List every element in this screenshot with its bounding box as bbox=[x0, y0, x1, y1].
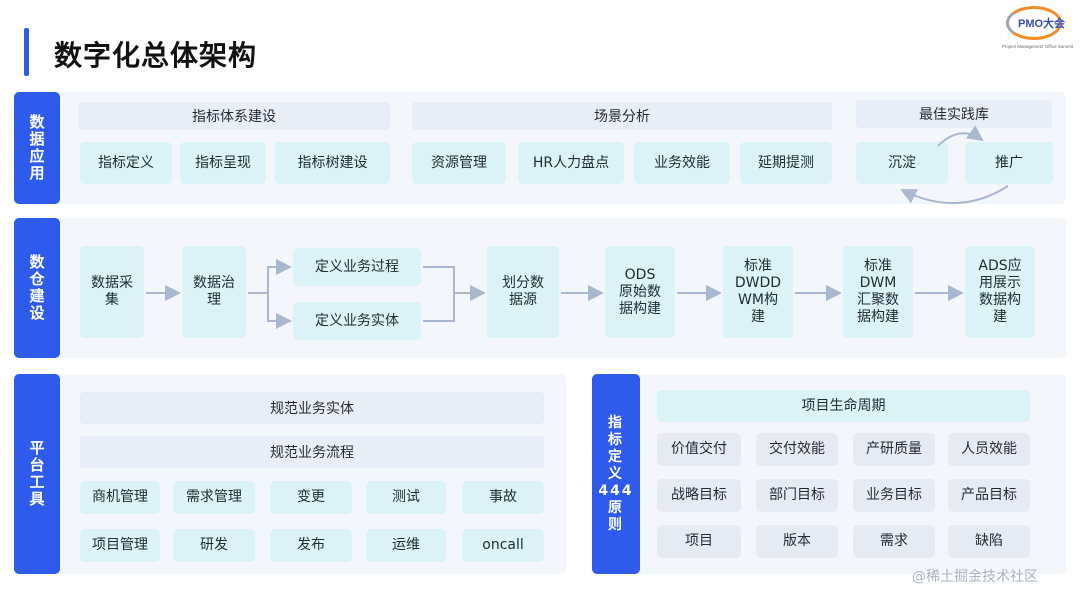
cell-business-goal: 业务目标 bbox=[853, 479, 935, 512]
cell-delivery-efficiency: 交付效能 bbox=[756, 433, 838, 466]
title-accent-bar bbox=[24, 28, 29, 76]
box-accumulate: 沉淀 bbox=[856, 142, 948, 184]
tool-requirement-management: 需求管理 bbox=[173, 481, 255, 514]
tool-operations: 运维 bbox=[366, 529, 446, 562]
group-header-scenario-analysis: 场景分析 bbox=[412, 102, 832, 130]
data-app-side-label: 数据应用 bbox=[14, 92, 60, 204]
step-define-business-entity: 定义业务实体 bbox=[293, 302, 421, 340]
tool-testing: 测试 bbox=[366, 481, 446, 514]
step-data-governance: 数据治 理 bbox=[182, 246, 246, 338]
page-title: 数字化总体架构 bbox=[54, 39, 258, 72]
side-char-5: 原 bbox=[608, 499, 624, 516]
platform-side-label: 平台工具 bbox=[14, 374, 60, 574]
tool-incident: 事故 bbox=[462, 481, 544, 514]
side-char-1: 标 bbox=[608, 431, 624, 448]
step-partition-data-source: 划分数 据源 bbox=[487, 246, 559, 338]
side-char-2: 定 bbox=[608, 448, 624, 465]
box-metric-presentation: 指标呈现 bbox=[180, 142, 266, 184]
cell-defect: 缺陷 bbox=[948, 525, 1030, 558]
side-char-6: 则 bbox=[608, 516, 624, 533]
side-char-0: 指 bbox=[608, 414, 624, 431]
lifecycle-header: 项目生命周期 bbox=[657, 390, 1030, 422]
group-header-best-practices: 最佳实践库 bbox=[856, 100, 1052, 128]
row-standard-business-entity: 规范业务实体 bbox=[80, 392, 544, 424]
pmo-logo: PMO大会 Project Management Office Summit bbox=[1000, 6, 1073, 54]
cell-strategic-goal: 战略目标 bbox=[657, 479, 741, 512]
tool-development: 研发 bbox=[173, 529, 255, 562]
box-delayed-testing: 延期提测 bbox=[740, 142, 832, 184]
tool-oncall: oncall bbox=[462, 529, 544, 562]
side-char-3: 义 bbox=[608, 465, 624, 482]
metrics444-side-label: 指 标 定 义 444 原 则 bbox=[592, 374, 640, 574]
tool-release: 发布 bbox=[270, 529, 352, 562]
tool-project-management: 项目管理 bbox=[80, 529, 160, 562]
step-data-collection: 数据采 集 bbox=[80, 246, 144, 338]
cell-department-goal: 部门目标 bbox=[756, 479, 838, 512]
cell-project: 项目 bbox=[657, 525, 741, 558]
logo-subtitle: Project Management Office Summit bbox=[1002, 44, 1073, 49]
logo-text: PMO大会 bbox=[1018, 18, 1066, 30]
logo-ring-icon bbox=[1006, 6, 1062, 40]
step-ods-build: ODS 原始数 据构建 bbox=[605, 246, 675, 338]
step-define-business-process: 定义业务过程 bbox=[293, 248, 421, 286]
side-char-4: 444 bbox=[598, 482, 634, 499]
tool-opportunity-management: 商机管理 bbox=[80, 481, 160, 514]
tool-change: 变更 bbox=[270, 481, 352, 514]
cell-rd-quality: 产研质量 bbox=[853, 433, 935, 466]
box-resource-management: 资源管理 bbox=[412, 142, 506, 184]
box-metric-tree: 指标树建设 bbox=[275, 142, 390, 184]
cell-version: 版本 bbox=[756, 525, 838, 558]
step-dwm-aggregate-build: 标准 DWM 汇聚数 据构建 bbox=[843, 246, 913, 338]
watermark: @稀土掘金技术社区 bbox=[912, 569, 1038, 585]
cell-requirement: 需求 bbox=[853, 525, 935, 558]
box-promote: 推广 bbox=[965, 142, 1053, 184]
box-business-efficiency: 业务效能 bbox=[634, 142, 730, 184]
row-standard-business-process: 规范业务流程 bbox=[80, 436, 544, 468]
step-ads-build: ADS应 用展示 数据构 建 bbox=[965, 246, 1035, 338]
cell-staff-efficiency: 人员效能 bbox=[948, 433, 1030, 466]
cell-product-goal: 产品目标 bbox=[948, 479, 1030, 512]
warehouse-side-label: 数仓建设 bbox=[14, 218, 60, 358]
step-dwd-dwm-build: 标准 DWDD WM构 建 bbox=[723, 246, 793, 338]
group-header-metrics-system: 指标体系建设 bbox=[78, 102, 390, 130]
box-metric-definition: 指标定义 bbox=[80, 142, 172, 184]
cell-value-delivery: 价值交付 bbox=[657, 433, 741, 466]
box-hr-inventory: HR人力盘点 bbox=[518, 142, 624, 184]
